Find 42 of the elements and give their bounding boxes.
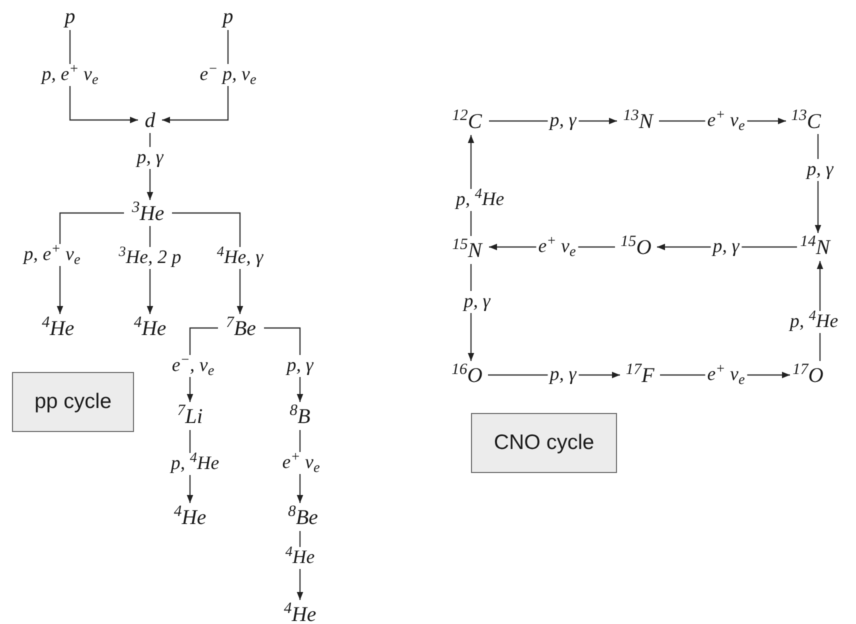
nuclide-label: $^{13}$N — [622, 109, 654, 133]
reaction-label: e$^{−}$ p, ν$_{e}$ — [198, 64, 258, 86]
nuclide-label: p — [64, 4, 76, 28]
reaction-label: $^{4}$He, γ — [214, 247, 266, 269]
reaction-label: p, $^{4}$He — [168, 453, 222, 475]
nuclide-label: $^{17}$F — [624, 363, 656, 387]
reaction-label: e$^{+}$ ν$_{e}$ — [536, 236, 578, 258]
nuclide-label: $^{13}$C — [790, 109, 822, 133]
reaction-label: p, e$^{+}$ ν$_{e}$ — [22, 244, 82, 266]
nuclide-label: $^{3}$He — [130, 201, 166, 225]
reaction-label: p, γ — [134, 147, 166, 169]
reaction-label: e$^{+}$ ν$_{e}$ — [705, 364, 747, 386]
nuclide-label: $^{8}$B — [288, 404, 312, 428]
nuclide-label: $^{7}$Li — [176, 404, 204, 428]
nuclide-label: $^{12}$C — [451, 109, 483, 133]
nuclide-label: d — [144, 108, 156, 132]
reaction-label: p, γ — [284, 355, 316, 377]
cycle-label-box: CNO cycle — [471, 413, 617, 473]
reaction-label: $^{3}$He, 2 p — [116, 247, 184, 269]
reaction-label: p, γ — [804, 159, 836, 181]
nuclide-label: $^{4}$He — [172, 505, 208, 529]
nuclide-label: p — [222, 4, 234, 28]
reaction-label: p, $^{4}$He — [788, 311, 840, 333]
reaction-arrow — [172, 212, 244, 314]
reaction-label: $^{4}$He — [283, 547, 317, 569]
cycle-label-box: pp cycle — [12, 372, 134, 432]
reaction-label: e$^{+}$ ν$_{e}$ — [280, 452, 322, 474]
nuclide-label: $^{4}$He — [40, 316, 76, 340]
nuclide-label: $^{16}$O — [450, 363, 484, 387]
reaction-label: e$^{+}$ ν$_{e}$ — [705, 110, 747, 132]
nuclide-label: $^{4}$He — [132, 316, 168, 340]
nuclide-label: $^{15}$O — [620, 235, 652, 259]
reaction-label: p, γ — [462, 291, 492, 313]
nuclide-label: $^{17}$O — [792, 363, 824, 387]
nuclide-label: $^{4}$He — [282, 602, 318, 624]
reaction-label: e$^{−}$, ν$_{e}$ — [170, 355, 216, 377]
nuclide-label: $^{15}$N — [451, 238, 483, 262]
nuclide-label: $^{14}$N — [799, 235, 831, 259]
reaction-label: p, e$^{+}$ ν$_{e}$ — [40, 64, 100, 86]
nuclide-label: $^{8}$Be — [286, 505, 320, 529]
nuclide-label: $^{7}$Be — [224, 316, 258, 340]
reaction-label: p, $^{4}$He — [454, 189, 506, 211]
